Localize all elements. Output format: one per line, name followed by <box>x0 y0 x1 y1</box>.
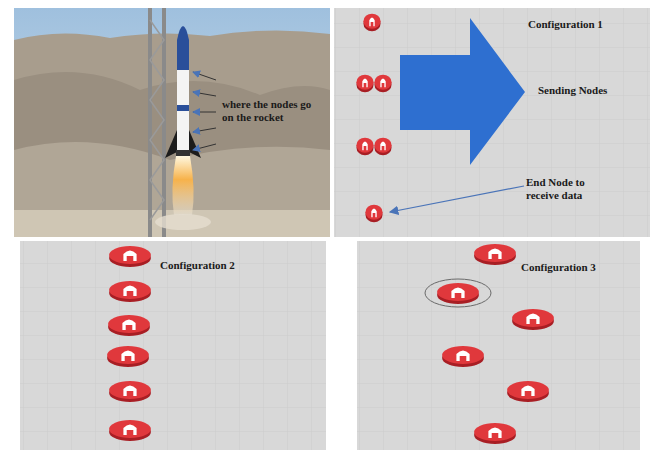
panel-title: Configuration 1 <box>528 18 603 31</box>
rocket-photo <box>14 8 330 237</box>
direction-arrow <box>400 18 525 165</box>
config-panel: Configuration 1 Sending NodesEnd Node to … <box>334 8 650 237</box>
leader-line <box>390 186 524 212</box>
callout-label: End Node to receive data <box>526 176 610 202</box>
annotation: where the nodes go on the rocket <box>222 98 312 124</box>
config-panel <box>357 241 640 450</box>
config-panel: Configuration 3 <box>357 241 640 450</box>
config-panel <box>334 8 650 237</box>
panel-title: Configuration 3 <box>521 261 596 274</box>
photo-panel: where the nodes go on the rocket <box>14 8 330 237</box>
config-panel <box>20 241 326 450</box>
panel-title: Configuration 2 <box>160 259 235 272</box>
arrow-label: Sending Nodes <box>538 84 607 97</box>
config-panel: Configuration 2 <box>20 241 326 450</box>
